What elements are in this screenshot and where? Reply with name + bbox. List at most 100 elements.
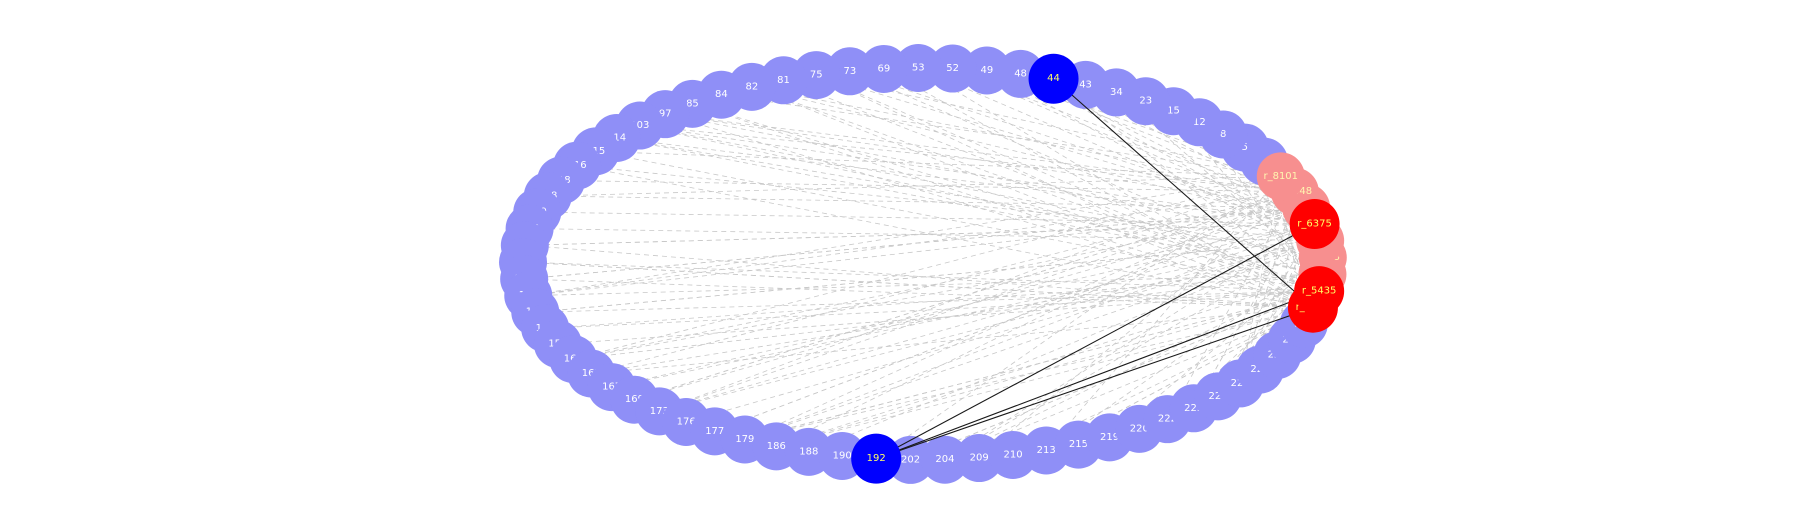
node-label: r_8101 [1263, 171, 1298, 182]
node-49[interactable]: 49 [962, 46, 1011, 95]
dashed-edge [776, 273, 1323, 447]
dashed-edge [944, 273, 1323, 461]
dashed-edge [524, 207, 1307, 280]
node-52[interactable]: 52 [928, 44, 977, 93]
dashed-edge [659, 223, 1315, 412]
node-53[interactable]: 53 [894, 44, 943, 93]
node-circle [920, 435, 969, 484]
dashed-edge [816, 74, 1281, 177]
dashed-edge [616, 137, 1323, 258]
dashed-edge [986, 70, 1323, 258]
node-label: 43 [1079, 79, 1092, 90]
dashed-edge [751, 86, 1295, 193]
node-r-6375[interactable]: r_6375 [1289, 199, 1340, 250]
node-circle [962, 46, 1011, 95]
solid-edge [875, 223, 1315, 460]
dashed-edge [744, 240, 1321, 440]
dashed-edge [1109, 257, 1324, 438]
dashed-edge [591, 191, 1295, 374]
dashed-edge [591, 307, 1313, 374]
dashed-edge [1045, 257, 1324, 451]
node-label: 23 [1139, 96, 1152, 107]
node-label: 49 [980, 65, 993, 76]
dashed-edge [611, 223, 1315, 388]
solid-edge [876, 290, 1320, 460]
dashed-edge [910, 290, 1320, 461]
dashed-edge [639, 125, 1323, 258]
dashed-edge [577, 165, 1314, 309]
dashed-edge [1053, 78, 1320, 292]
dashed-edge [1012, 307, 1314, 456]
node-label: 186 [767, 441, 786, 452]
dashed-edge [721, 94, 1281, 177]
node-label: 97 [659, 109, 672, 120]
node-label: 173 [650, 406, 669, 417]
dashed-edge [816, 74, 1320, 292]
node-label: 210 [1003, 449, 1022, 460]
dashed-edge [918, 67, 1314, 309]
dashed-edge [744, 191, 1295, 440]
dashed-edge [535, 290, 1320, 313]
node-label: 81 [777, 75, 790, 86]
dashed-edge [528, 191, 1295, 297]
dashed-edge [611, 240, 1321, 388]
dashed-edge [524, 278, 1313, 309]
dashed-edge [529, 228, 1321, 242]
node-192[interactable]: 192 [851, 433, 902, 484]
dashed-edge [573, 207, 1307, 360]
node-label: 177 [705, 426, 724, 437]
node-label: 219 [1100, 432, 1119, 443]
dashed-edge [537, 211, 1315, 225]
dashed-edge [744, 307, 1314, 440]
node-label: 8 [1220, 129, 1226, 140]
node-label: 34 [1110, 87, 1123, 98]
dashed-edge [659, 240, 1321, 412]
node-label: 225 [1208, 391, 1227, 402]
node-label: 163 [582, 368, 601, 379]
node-44[interactable]: 44 [1028, 53, 1079, 104]
node-label: 222 [1158, 414, 1177, 425]
node-label: 192 [867, 453, 886, 464]
dashed-edge [714, 207, 1307, 432]
node-circle [859, 44, 908, 93]
dashed-edge [639, 125, 1295, 193]
dashed-edge [528, 175, 1281, 297]
node-label: 52 [946, 63, 959, 74]
dashed-edge [573, 175, 1281, 360]
node-r-5435[interactable]: r_5435 [1294, 266, 1345, 317]
dashed-edge [524, 223, 1315, 246]
dashed-edge [783, 79, 1320, 292]
node-label: 12 [1193, 117, 1206, 128]
node-label: 85 [686, 98, 699, 109]
node-69[interactable]: 69 [859, 44, 908, 93]
node-circle [851, 433, 902, 484]
node-label: r_6375 [1297, 219, 1332, 230]
solid-edge [876, 307, 1314, 460]
dashed-edge [875, 176, 1281, 459]
dashed-edge [573, 223, 1315, 360]
node-circle [1294, 266, 1345, 317]
dashed-edge [692, 103, 1314, 309]
dashed-edge [547, 195, 1307, 209]
dashed-edge [1045, 176, 1282, 451]
dashed-edge [686, 240, 1321, 423]
dashed-edge [776, 191, 1295, 447]
node-204[interactable]: 204 [920, 435, 969, 484]
node-label: 167 [602, 382, 621, 393]
dashed-edge [944, 307, 1314, 461]
dashed-edge [523, 261, 1320, 292]
node-label: 213 [1037, 445, 1056, 456]
node-label: 103 [630, 120, 649, 131]
dashed-edge [665, 113, 1314, 309]
node-label: 84 [715, 89, 728, 100]
dashed-edge [1239, 176, 1282, 384]
node-ring: 0581215233443484952536973758182848597103… [499, 44, 1347, 484]
dashed-edge [944, 223, 1315, 461]
highlighted-edges [875, 78, 1320, 460]
node-label: 188 [799, 446, 818, 457]
dashed-edge [545, 273, 1323, 329]
node-r-8101[interactable]: r_8101 [1256, 152, 1305, 201]
dashed-edge [577, 165, 1321, 242]
